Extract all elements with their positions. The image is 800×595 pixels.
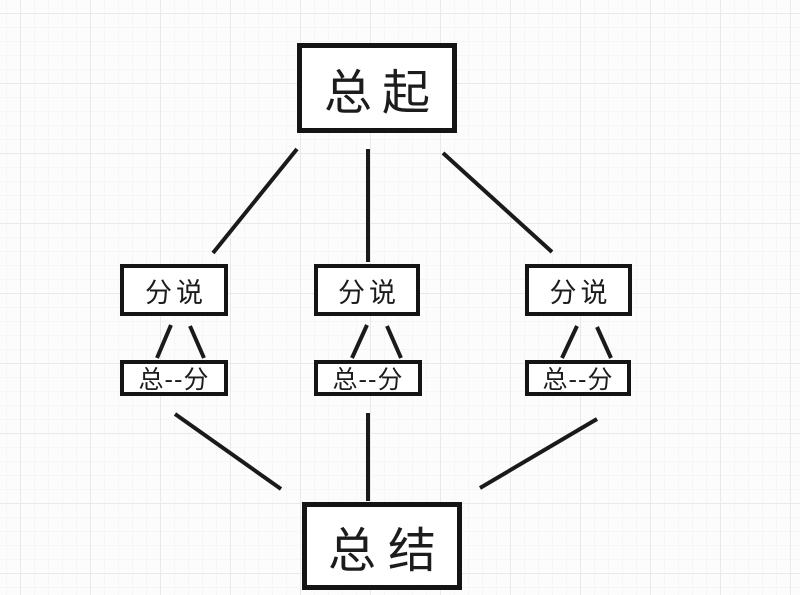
edge-mid-branch-to-sub-a	[350, 324, 369, 359]
edge-mid-branch-to-sub-b	[385, 325, 403, 359]
node-sub-3-label: 总--分	[542, 365, 614, 394]
edge-top-to-left-branch	[211, 147, 299, 255]
node-branch-1-label: 分说	[145, 277, 207, 309]
node-sub-2-label: 总--分	[332, 365, 404, 394]
node-sub-2: 总--分	[314, 360, 422, 396]
node-sub-1: 总--分	[120, 360, 228, 396]
edge-right-branch-to-sub-a	[560, 325, 579, 359]
node-sub-3: 总--分	[525, 360, 631, 396]
node-branch-2: 分说	[314, 264, 420, 316]
edge-right-sub-to-bottom	[478, 417, 599, 490]
edge-left-sub-to-bottom	[173, 412, 283, 491]
edge-top-to-right-branch	[441, 151, 554, 254]
node-branch-3-label: 分说	[549, 277, 612, 309]
edge-right-branch-to-sub-b	[595, 326, 613, 359]
node-branch-2-label: 分说	[338, 277, 400, 309]
node-intro-label: 总起	[323, 65, 440, 121]
node-intro: 总起	[297, 43, 457, 133]
node-summary-label: 总结	[327, 523, 448, 579]
node-branch-3: 分说	[525, 264, 632, 316]
edge-left-branch-to-sub-b	[188, 325, 206, 359]
node-branch-1: 分说	[120, 264, 228, 316]
node-summary: 总结	[302, 502, 462, 590]
edge-left-branch-to-sub-a	[155, 324, 173, 359]
node-sub-1-label: 总--分	[138, 365, 210, 394]
